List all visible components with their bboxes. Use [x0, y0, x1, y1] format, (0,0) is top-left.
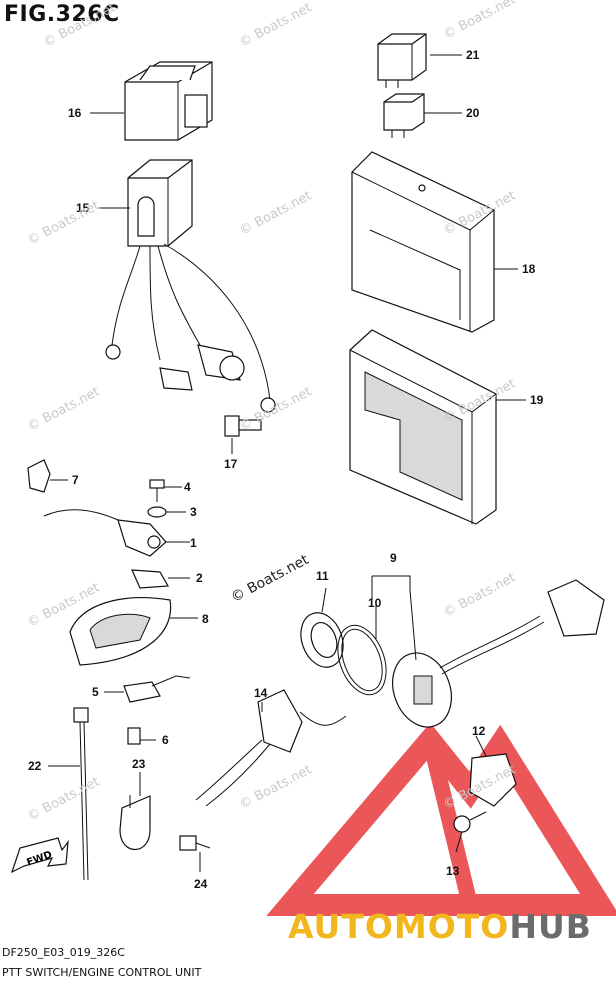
- figure-code: DF250_E03_019_326C: [2, 946, 125, 959]
- part-18-ecu: [351, 151, 495, 333]
- brand-logo-triangle: [266, 722, 616, 916]
- part-8-switch-housing: [69, 597, 172, 666]
- callout-24: 24: [194, 877, 208, 891]
- part-14-harness: [195, 689, 347, 807]
- brand-part-2: HUB: [509, 907, 592, 946]
- callout-10: 10: [368, 596, 382, 610]
- callout-22: 22: [28, 759, 42, 773]
- callout-9: 9: [390, 551, 397, 565]
- figure-caption: PTT SWITCH/ENGINE CONTROL UNIT: [2, 966, 202, 979]
- callout-2: 2: [196, 571, 203, 585]
- part-23-clamp: [119, 795, 151, 851]
- callout-13: 13: [446, 864, 460, 878]
- part-2-lever: [131, 569, 169, 589]
- callout-7: 7: [72, 473, 79, 487]
- part-16-cover: [124, 61, 213, 141]
- part-15-relay-harness: [105, 159, 276, 413]
- part-11-cover: [300, 612, 344, 668]
- callout-labels: 1 2 3 4 5 6 7 8 9 10 11 12 13 14 15 16 1…: [28, 48, 544, 891]
- part-21-relay: [377, 33, 427, 88]
- callout-14: 14: [254, 686, 268, 700]
- part-17-bolt: [224, 415, 262, 437]
- part-3-washer: [147, 506, 167, 518]
- part-22-cable-tie: [73, 707, 89, 881]
- callout-1: 1: [190, 536, 197, 550]
- callout-5: 5: [92, 685, 99, 699]
- callout-23: 23: [132, 757, 146, 771]
- part-7-clip: [27, 459, 51, 493]
- callout-21: 21: [466, 48, 480, 62]
- fwd-arrow-icon: FWD: [10, 837, 69, 874]
- part-13-screw: [453, 811, 487, 833]
- callout-6: 6: [162, 733, 169, 747]
- part-5-switch: [123, 675, 191, 703]
- part-4-screw: [149, 479, 165, 502]
- callout-3: 3: [190, 505, 197, 519]
- callout-8: 8: [202, 612, 209, 626]
- callout-19: 19: [530, 393, 544, 407]
- part-9-ptt-switch: [392, 579, 605, 728]
- figure-title: FIG.326C: [4, 2, 120, 27]
- part-24-bolt: [179, 835, 211, 851]
- part-6-screw: [127, 727, 141, 745]
- callout-4: 4: [184, 480, 191, 494]
- callout-17: 17: [224, 457, 238, 471]
- part-19-ecu-frame: [349, 329, 497, 525]
- part-20-relay: [383, 93, 425, 138]
- part-1-sensor: [43, 509, 167, 557]
- callout-18: 18: [522, 262, 536, 276]
- brand-part-1: AUTOMOTO: [288, 907, 510, 946]
- callout-16: 16: [68, 106, 82, 120]
- leader-lines: [48, 54, 526, 872]
- callout-20: 20: [466, 106, 480, 120]
- brand-wordmark: AUTOMOTOHUB: [288, 907, 592, 946]
- callout-11: 11: [316, 569, 329, 583]
- callout-12: 12: [472, 724, 486, 738]
- callout-15: 15: [76, 201, 90, 215]
- part-10-o-ring: [337, 624, 387, 696]
- part-12-cover: [469, 753, 517, 807]
